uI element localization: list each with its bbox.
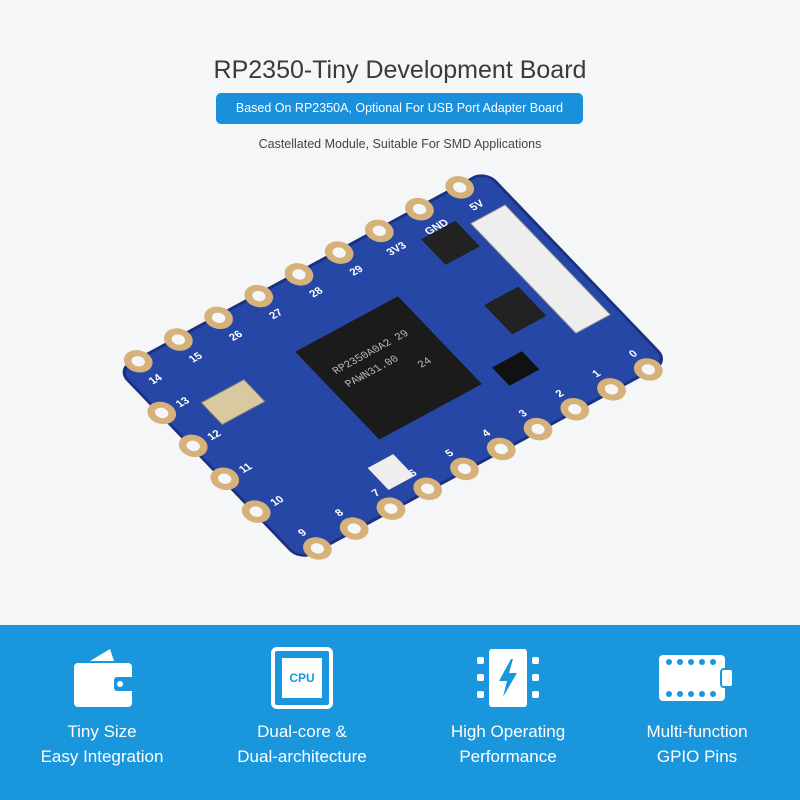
pad-hole — [421, 483, 435, 494]
lightning-chip-icon — [408, 647, 608, 709]
pin-label: 2 — [553, 388, 567, 400]
feature-line1: High Operating — [450, 722, 566, 741]
feature-tiny-size: Tiny Size Easy Integration — [2, 625, 202, 769]
pad-hole — [531, 423, 545, 435]
cpu-label: CPU — [282, 658, 322, 698]
pin-label: 4 — [480, 428, 494, 440]
feature-line2: Easy Integration — [40, 747, 164, 766]
feature-line2: Dual-architecture — [237, 747, 367, 766]
pin-label: 7 — [369, 487, 383, 499]
pad-hole — [292, 269, 306, 280]
pad-hole — [211, 312, 226, 324]
feature-line2: Performance — [459, 747, 557, 766]
pad-hole — [641, 364, 655, 375]
pad-hole — [155, 407, 169, 419]
pad-hole — [249, 506, 263, 517]
pad-hole — [494, 443, 508, 455]
pad-hole — [218, 473, 232, 484]
pad-hole — [457, 463, 472, 475]
feature-dual-core: CPU Dual-core & Dual-architecture — [202, 625, 402, 769]
pin-label: 6 — [406, 468, 420, 480]
pad-hole — [252, 290, 266, 302]
pad-hole — [171, 334, 186, 345]
pad-hole — [453, 182, 467, 193]
crystal — [200, 378, 266, 426]
usb-connector — [470, 204, 611, 334]
flash-chip — [484, 286, 547, 335]
pin-label: 9 — [296, 527, 310, 539]
feature-performance: High Operating Performance — [408, 625, 608, 769]
pad-hole — [412, 203, 427, 215]
pin-label: 3 — [516, 408, 530, 420]
gpio-board-icon — [597, 647, 797, 709]
page-title: RP2350-Tiny Development Board — [213, 56, 587, 84]
subtitle: Castellated Module, Suitable For SMD App… — [258, 137, 542, 151]
feature-gpio: Multi-function GPIO Pins — [597, 625, 797, 769]
subtitle-badge: Based On RP2350A, Optional For USB Port … — [216, 93, 583, 124]
feature-line1: Tiny Size — [67, 722, 137, 741]
cpu-icon: CPU — [202, 647, 402, 709]
pin-label: 5 — [443, 448, 457, 460]
regulator — [421, 220, 480, 265]
rgb-led — [367, 454, 415, 490]
chip-marking-3: 24 — [415, 356, 435, 371]
pad-hole — [131, 356, 145, 367]
pad-hole — [310, 543, 325, 554]
pin-label: 0 — [627, 348, 641, 360]
pad-hole — [332, 247, 346, 258]
pad-hole — [347, 523, 361, 534]
button — [491, 351, 540, 386]
features-band: Tiny Size Easy Integration CPU Dual-core… — [0, 625, 800, 800]
pin-label: 1 — [590, 368, 604, 380]
pad-hole — [384, 503, 398, 514]
feature-line1: Multi-function — [646, 722, 748, 741]
pin-label: 8 — [333, 507, 347, 519]
pad-hole — [372, 225, 386, 237]
pad-hole — [568, 404, 582, 415]
pad-hole — [186, 440, 200, 452]
feature-line2: GPIO Pins — [656, 747, 738, 766]
pad-hole — [604, 384, 619, 395]
wallet-icon — [2, 647, 202, 709]
main-chip — [295, 296, 482, 440]
feature-line1: Dual-core & — [257, 722, 347, 741]
